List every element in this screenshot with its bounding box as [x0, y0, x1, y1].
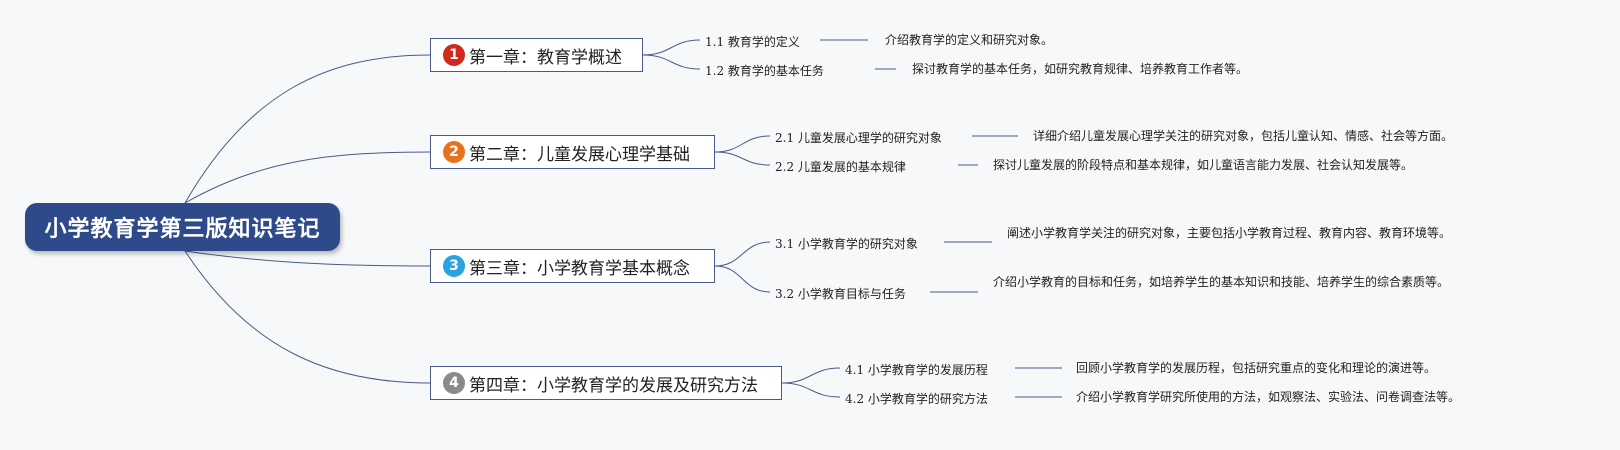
- chapter-3-node[interactable]: 3 第三章：小学教育学基本概念: [430, 249, 715, 283]
- section-3-1-detail[interactable]: 阐述小学教育学关注的研究对象，主要包括小学教育过程、教育内容、教育环境等。: [1007, 226, 1452, 240]
- section-3-1-label[interactable]: 3.1 小学教育学的研究对象: [775, 237, 918, 251]
- chapter-3-to-section-2-line: [714, 265, 771, 293]
- chapter-2-number-badge: 2: [443, 141, 465, 163]
- chapter-1-to-section-1-line: [642, 39, 701, 56]
- chapter-1-to-section-2-line: [642, 54, 701, 70]
- section-4-1-label[interactable]: 4.1 小学教育学的发展历程: [845, 363, 988, 377]
- chapter-4-number-badge: 4: [443, 372, 465, 394]
- section-4-1-detail[interactable]: 回顾小学教育学的发展历程，包括研究重点的变化和理论的演进等。: [1076, 361, 1437, 375]
- root-title: 小学教育学第三版知识笔记: [44, 217, 321, 242]
- chapter-4-to-section-1-line: [781, 367, 841, 384]
- section-2-1-label[interactable]: 2.1 儿童发展心理学的研究对象: [775, 131, 942, 145]
- chapter-1-node[interactable]: 1 第一章：教育学概述: [430, 38, 643, 72]
- section-1-2-detail[interactable]: 探讨教育学的基本任务，如研究教育规律、培养教育工作者等。: [912, 62, 1249, 76]
- chapter-4-node[interactable]: 4 第四章：小学教育学的发展及研究方法: [430, 366, 782, 400]
- section-2-1-detail[interactable]: 详细介绍儿童发展心理学关注的研究对象，包括儿童认知、情感、社会等方面。: [1033, 129, 1454, 143]
- section-3-2-detail[interactable]: 介绍小学教育的目标和任务，如培养学生的基本知识和技能、培养学生的综合素质等。: [993, 275, 1450, 289]
- section-4-2-label[interactable]: 4.2 小学教育学的研究方法: [845, 392, 988, 406]
- root-to-chapter-3-line: [184, 250, 431, 267]
- chapter-3-to-section-1-line: [714, 241, 771, 267]
- section-1-1-detail[interactable]: 介绍教育学的定义和研究对象。: [885, 33, 1054, 47]
- section-2-2-detail[interactable]: 探讨儿童发展的阶段特点和基本规律，如儿童语言能力发展、社会认知发展等。: [993, 158, 1414, 172]
- section-3-2-label[interactable]: 3.2 小学教育目标与任务: [775, 287, 906, 301]
- section-4-2-detail[interactable]: 介绍小学教育学研究所使用的方法，如观察法、实验法、问卷调查法等。: [1076, 390, 1461, 404]
- chapter-4-to-section-2-line: [781, 382, 841, 398]
- chapter-3-title: 第三章：小学教育学基本概念: [469, 258, 690, 279]
- chapter-1-number-badge: 1: [443, 44, 465, 66]
- section-1-2-label[interactable]: 1.2 教育学的基本任务: [705, 64, 824, 78]
- chapter-4-title: 第四章：小学教育学的发展及研究方法: [469, 375, 758, 396]
- root-to-chapter-1-line: [184, 54, 431, 204]
- chapter-3-number-badge: 3: [443, 255, 465, 277]
- chapter-2-node[interactable]: 2 第二章：儿童发展心理学基础: [430, 135, 715, 169]
- root-topic[interactable]: 小学教育学第三版知识笔记: [25, 203, 340, 251]
- chapter-2-to-section-2-line: [714, 151, 771, 166]
- chapter-2-title: 第二章：儿童发展心理学基础: [469, 144, 690, 165]
- section-2-2-label[interactable]: 2.2 儿童发展的基本规律: [775, 160, 906, 174]
- root-to-chapter-4-line: [184, 250, 431, 384]
- chapter-1-title: 第一章：教育学概述: [469, 47, 622, 68]
- root-to-chapter-2-line: [184, 151, 431, 204]
- section-1-1-label[interactable]: 1.1 教育学的定义: [705, 35, 800, 49]
- chapter-2-to-section-1-line: [714, 135, 771, 153]
